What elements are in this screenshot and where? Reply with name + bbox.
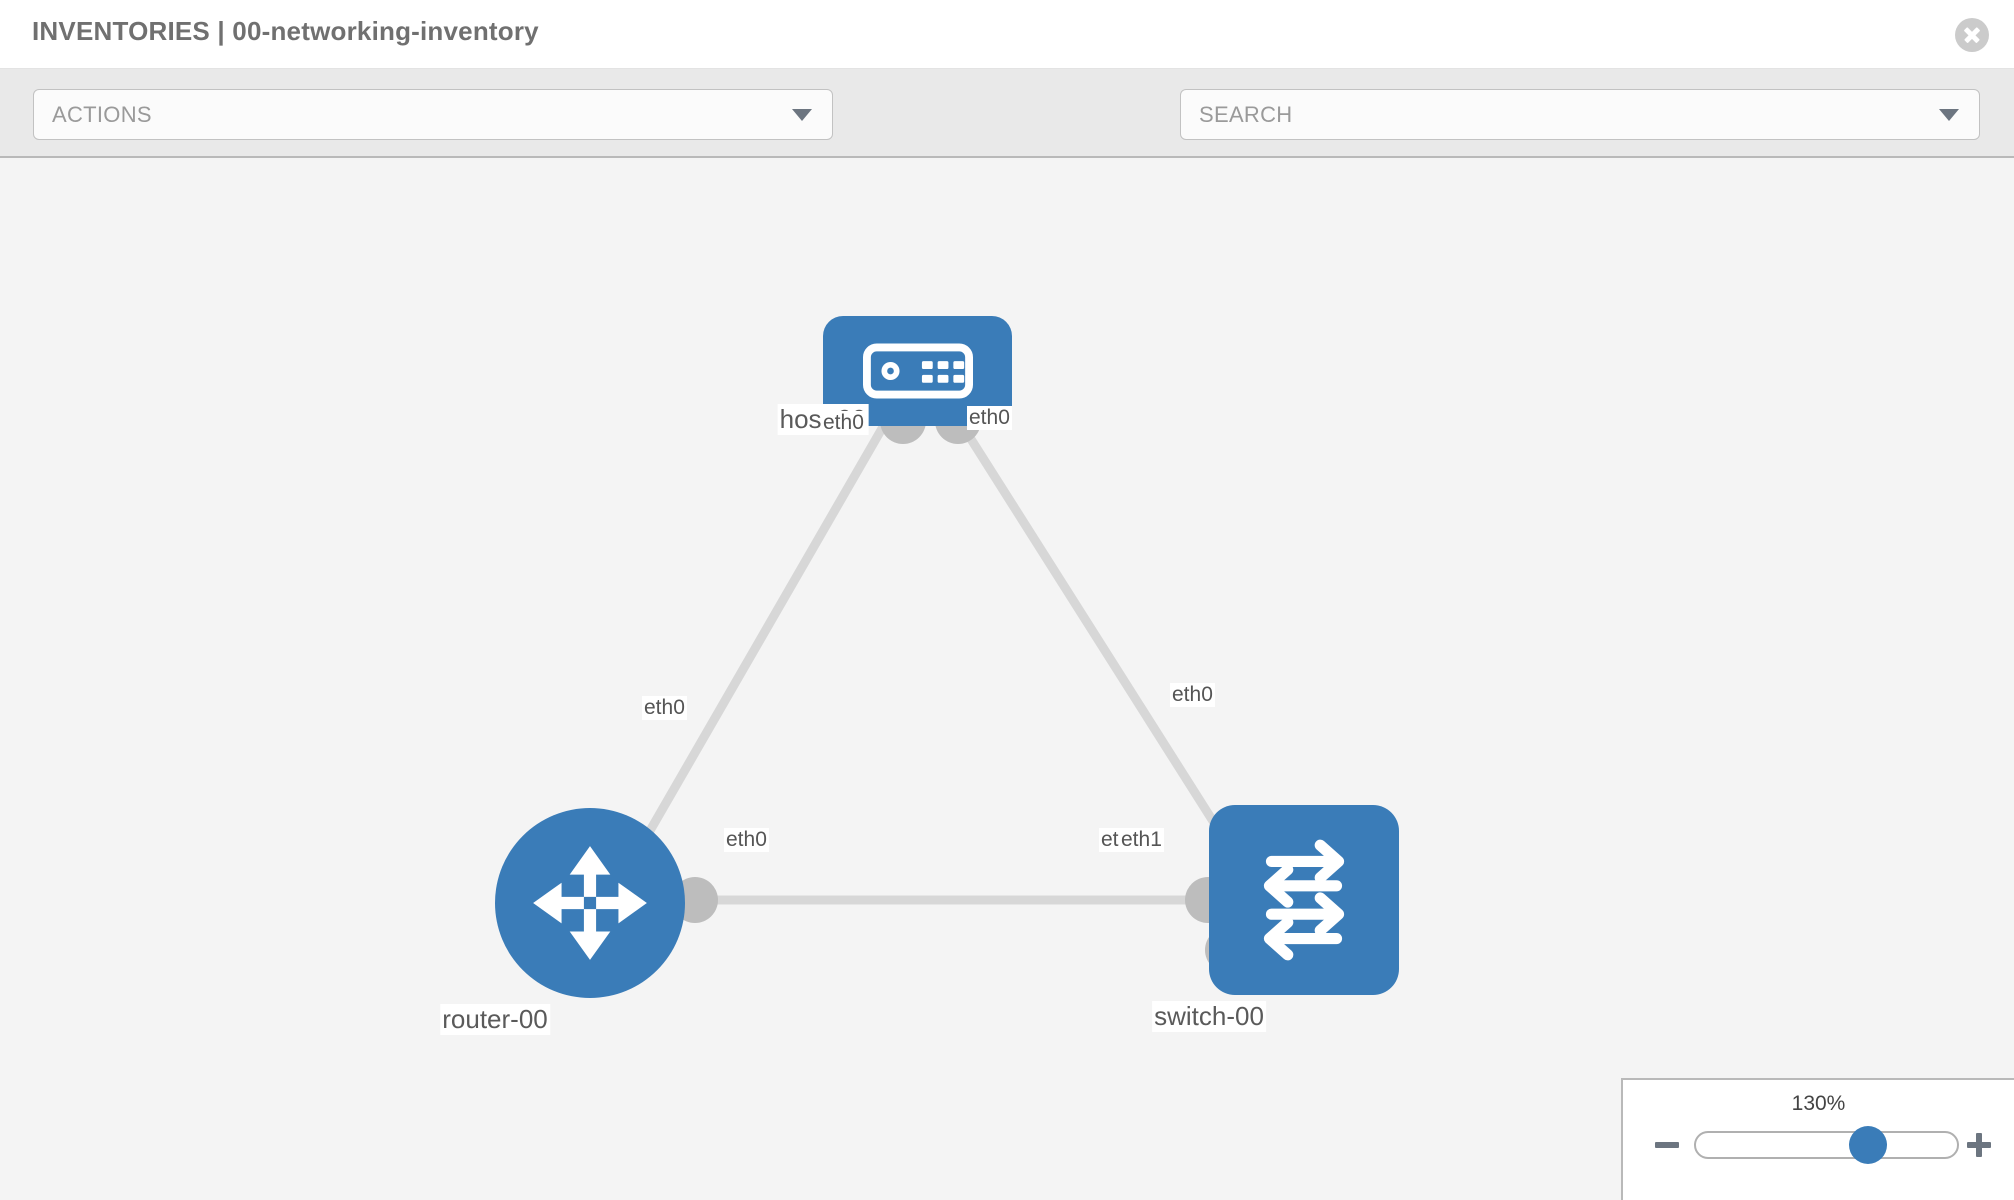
link-host-switch	[945, 401, 1235, 853]
zoom-control-panel: 130%	[1621, 1078, 2014, 1200]
switch-arrows-icon	[1263, 839, 1345, 961]
link-label-switch-up: eth0	[1170, 683, 1215, 707]
link-host-router	[635, 401, 900, 853]
zoom-slider-thumb[interactable]	[1849, 1126, 1888, 1164]
link-label-router-right: eth0	[724, 828, 769, 852]
topology-links	[635, 401, 1235, 905]
search-input[interactable]: SEARCH	[1180, 89, 1980, 140]
node-switch-label: switch-00	[1152, 1001, 1266, 1032]
link-label-host-left: eth0	[821, 411, 866, 435]
close-icon[interactable]	[1955, 18, 1989, 52]
node-switch-shape[interactable]	[1209, 805, 1399, 995]
toolbar: ACTIONS SEARCH	[0, 69, 2014, 196]
zoom-slider[interactable]	[1694, 1126, 1959, 1164]
link-label-switch-left: eth1	[1119, 828, 1164, 852]
server-icon	[862, 343, 973, 399]
router-arrows-icon	[533, 846, 647, 960]
zoom-level-value: 130%	[1791, 1092, 1846, 1115]
plus-icon[interactable]	[1966, 1132, 1992, 1158]
topology-graph: host-00 router-00	[0, 158, 2014, 1200]
link-label-host-right: eth0	[967, 406, 1012, 430]
node-router-shape[interactable]	[495, 808, 685, 998]
chevron-down-icon	[792, 108, 812, 121]
page-title: INVENTORIES | 00-networking-inventory	[32, 16, 539, 46]
page-header: INVENTORIES | 00-networking-inventory	[0, 0, 2014, 69]
actions-dropdown[interactable]: ACTIONS	[33, 89, 833, 140]
actions-dropdown-label: ACTIONS	[52, 101, 152, 127]
node-router-label: router-00	[440, 1004, 550, 1035]
minus-icon[interactable]	[1654, 1132, 1680, 1158]
topology-canvas[interactable]: host-00 router-00	[0, 158, 2014, 1200]
search-placeholder-label: SEARCH	[1199, 101, 1293, 127]
link-label-router-up: eth0	[642, 696, 687, 720]
chevron-down-icon	[1939, 108, 1959, 121]
